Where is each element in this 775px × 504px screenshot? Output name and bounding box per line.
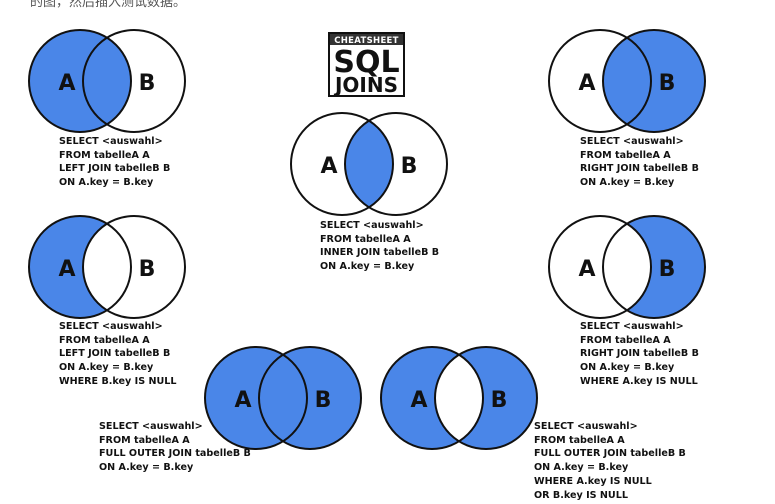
cheatsheet-logo: CHEATSHEET SQL JOINS — [328, 32, 405, 97]
venn-full-outer-join-circle-a — [204, 346, 308, 450]
sql-line: ON A.key = B.key — [320, 261, 415, 273]
venn-full-outer-anti-join: A B — [380, 346, 538, 450]
venn-inner-join-label-a: A — [320, 154, 337, 179]
venn-right-anti-join-circle-a-cutout — [603, 216, 651, 318]
sql-line: ON A.key = B.key — [580, 362, 675, 374]
sql-line: WHERE A.key IS NULL — [580, 375, 698, 387]
venn-right-join-circle-a — [548, 29, 652, 133]
venn-inner-join: A B — [290, 112, 448, 216]
sql-block-left-join: SELECT <auswahl> FROM tabelleA A LEFT JO… — [59, 135, 170, 190]
sql-block-right-anti-join: SELECT <auswahl> FROM tabelleA A RIGHT J… — [580, 320, 699, 389]
sql-line: ON A.key = B.key — [534, 462, 629, 474]
venn-full-outer-join-circle-b — [258, 346, 362, 450]
venn-left-join-circle-a-fill — [29, 30, 131, 132]
venn-right-anti-join-label-b: B — [659, 257, 676, 282]
sql-line: FROM tabelleA A — [580, 149, 671, 161]
venn-full-outer-join-circle-b-fill — [259, 347, 361, 449]
sql-line: SELECT <auswahl> — [580, 136, 684, 147]
venn-right-anti-join: A B — [548, 215, 706, 319]
venn-inner-join-intersection-fill — [345, 113, 393, 215]
sql-line: ON A.key = B.key — [59, 177, 154, 189]
sql-line: WHERE A.key IS NULL — [534, 475, 652, 487]
sql-block-inner-join: SELECT <auswahl> FROM tabelleA A INNER J… — [320, 219, 439, 274]
venn-full-outer-anti-join-circle-b — [434, 346, 538, 450]
venn-right-join-circle-b-fill — [603, 30, 705, 132]
logo-mid-text: SQL — [333, 45, 399, 80]
venn-full-outer-join: A B — [204, 346, 362, 450]
venn-right-anti-join-circle-b — [602, 215, 706, 319]
venn-left-anti-join-label-a: A — [58, 257, 75, 282]
sql-line: FROM tabelleA A — [580, 334, 671, 346]
sql-line: ON A.key = B.key — [59, 362, 154, 374]
venn-full-outer-anti-join-label-b: B — [491, 388, 508, 413]
sql-block-right-join: SELECT <auswahl> FROM tabelleA A RIGHT J… — [580, 135, 699, 190]
sql-line: SELECT <auswahl> — [534, 421, 638, 432]
venn-full-outer-anti-join-label-a: A — [410, 388, 427, 413]
sql-block-full-outer-anti-join: SELECT <auswahl> FROM tabelleA A FULL OU… — [534, 420, 686, 502]
sql-line: RIGHT JOIN tabelleB B — [580, 163, 699, 175]
venn-full-outer-join-label-b: B — [315, 388, 332, 413]
venn-left-anti-join-circle-a — [28, 215, 132, 319]
sql-line: FROM tabelleA A — [534, 434, 625, 446]
venn-inner-join-label-b: B — [401, 154, 418, 179]
sql-block-full-outer-join: SELECT <auswahl> FROM tabelleA A FULL OU… — [99, 420, 251, 475]
venn-left-anti-join-label-b: B — [139, 257, 156, 282]
venn-full-outer-anti-join-circle-a — [380, 346, 484, 450]
venn-left-join-circle-b — [82, 29, 186, 133]
sql-line: RIGHT JOIN tabelleB B — [580, 348, 699, 360]
sql-line: SELECT <auswahl> — [320, 220, 424, 231]
page-caption: 的图，然后插入测试数据。 — [30, 0, 187, 10]
logo-top-band — [330, 34, 403, 45]
venn-right-join-label-a: A — [578, 71, 595, 96]
venn-left-anti-join: A B — [28, 215, 186, 319]
sql-line: SELECT <auswahl> — [99, 421, 203, 432]
venn-left-anti-join-circle-b-cutout — [83, 216, 131, 318]
sql-line: LEFT JOIN tabelleB B — [59, 163, 171, 175]
venn-full-outer-join-label-a: A — [234, 388, 251, 413]
venn-right-join-circle-b — [602, 29, 706, 133]
venn-inner-join-circle-b — [344, 112, 448, 216]
sql-block-left-anti-join: SELECT <auswahl> FROM tabelleA A LEFT JO… — [59, 320, 177, 389]
sql-line: SELECT <auswahl> — [580, 321, 684, 332]
venn-right-join-label-b: B — [659, 71, 676, 96]
venn-right-join: A B — [548, 29, 706, 133]
venn-inner-join-circle-a — [290, 112, 394, 216]
sql-line: OR B.key IS NULL — [534, 489, 628, 501]
venn-left-join-label-b: B — [139, 71, 156, 96]
sql-line: SELECT <auswahl> — [59, 321, 163, 332]
sql-line: FULL OUTER JOIN tabelleB B — [534, 448, 686, 460]
sql-line: FROM tabelleA A — [59, 334, 150, 346]
venn-left-join: A B — [28, 29, 186, 133]
logo-top-text: CHEATSHEET — [334, 36, 399, 46]
venn-full-outer-anti-join-intersection-cutout — [435, 347, 483, 449]
sql-line: FROM tabelleA A — [99, 434, 190, 446]
sql-line: LEFT JOIN tabelleB B — [59, 348, 171, 360]
venn-left-join-label-a: A — [58, 71, 75, 96]
venn-right-anti-join-label-a: A — [578, 257, 595, 282]
sql-line: INNER JOIN tabelleB B — [320, 247, 440, 259]
sql-line: ON A.key = B.key — [580, 177, 675, 189]
sql-line: FULL OUTER JOIN tabelleB B — [99, 448, 251, 460]
logo-bottom-text: JOINS — [333, 73, 398, 97]
sql-line: SELECT <auswahl> — [59, 136, 163, 147]
venn-right-anti-join-circle-a — [548, 215, 652, 319]
sql-line: WHERE B.key IS NULL — [59, 375, 177, 387]
sql-line: FROM tabelleA A — [59, 149, 150, 161]
venn-left-join-circle-a — [28, 29, 132, 133]
sql-line: ON A.key = B.key — [99, 462, 194, 474]
venn-left-anti-join-circle-b — [82, 215, 186, 319]
sql-line: FROM tabelleA A — [320, 233, 411, 245]
